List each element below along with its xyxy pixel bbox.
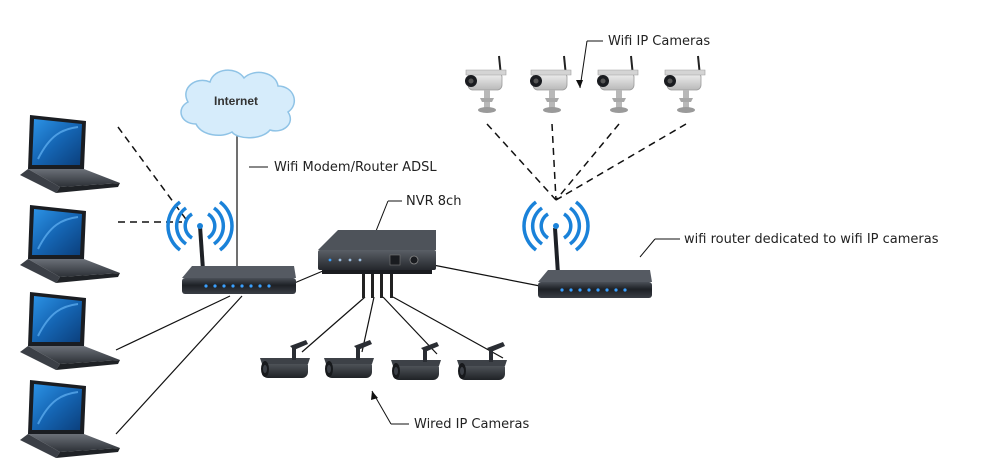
internet-cloud: Internet xyxy=(180,69,296,139)
internet-label: Internet xyxy=(214,94,258,108)
cloud-icon xyxy=(180,69,296,139)
wifi-camera-icon xyxy=(464,55,507,114)
nvr-label: NVR 8ch xyxy=(406,194,461,209)
nvr-camera-link-4 xyxy=(392,296,504,359)
wired-link-laptop-4 xyxy=(115,295,243,435)
wifi-camera-icon xyxy=(663,55,706,114)
laptop-icon xyxy=(19,379,121,459)
wireless-link-wificam-1 xyxy=(486,123,557,201)
ip-camera-icon xyxy=(457,342,507,380)
ip-camera-icon xyxy=(324,340,374,378)
modem-router-label: Wifi Modem/Router ADSL xyxy=(274,160,437,175)
router-label-leader-1 xyxy=(639,238,656,258)
nvr-camera-link-1 xyxy=(301,296,366,353)
antenna xyxy=(198,225,205,271)
antenna xyxy=(553,227,560,275)
wired-arrowhead xyxy=(371,391,378,400)
modem-router xyxy=(166,200,296,294)
wireless-link-laptop-1 xyxy=(117,126,189,223)
wireless-link-wificam-4 xyxy=(555,123,687,201)
wificam-arrowhead xyxy=(576,80,583,88)
laptop-icon xyxy=(19,204,121,284)
wireless-link-wificam-3 xyxy=(555,123,620,201)
ip-camera-icon xyxy=(391,342,441,380)
camera-wifi-router xyxy=(522,200,652,298)
wifi-cameras-label: Wifi IP Cameras xyxy=(608,34,710,49)
wireless-link-wificam-2 xyxy=(551,123,557,201)
nvr-router-link xyxy=(427,263,541,287)
wifi-camera-icon xyxy=(596,55,639,114)
laptop-icon xyxy=(19,114,121,194)
nvr-device xyxy=(318,230,436,298)
ip-camera-icon xyxy=(260,340,310,378)
wired-link-laptop-3 xyxy=(115,295,231,351)
wifi-router-label: wifi router dedicated to wifi IP cameras xyxy=(684,232,939,247)
connections xyxy=(115,40,687,435)
router-icon xyxy=(538,270,652,298)
router-icon xyxy=(182,266,296,294)
wifi-camera-icon xyxy=(529,55,572,114)
wired-cameras-label: Wired IP Cameras xyxy=(414,417,529,432)
nvr-camera-link-3 xyxy=(382,296,438,355)
laptop-icon xyxy=(19,291,121,371)
